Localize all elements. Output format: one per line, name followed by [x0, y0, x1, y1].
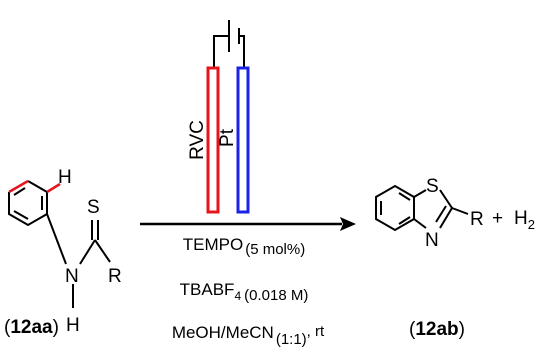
cathode-electrode: [236, 66, 250, 214]
reaction-conditions: TEMPO(5 mol%) TBABF4(0.018 M) MeOH/MeCN(…: [172, 235, 325, 348]
reaction-arrow: [140, 217, 356, 231]
condition-catalyst: TEMPO: [183, 235, 243, 254]
condition-solvent: MeOH/MeCN: [172, 323, 274, 342]
condition-electrolyte-conc: (0.018 M): [244, 287, 308, 304]
reactant-atom-h-bottom: H: [66, 315, 80, 336]
condition-line-2: TBABF4(0.018 M): [180, 280, 309, 304]
reactant-compound-label: (12aa): [4, 317, 59, 338]
product-c2-r-bond: [451, 207, 469, 215]
product-ring-double-1: [398, 192, 411, 201]
reactant-ring-ch-bond: [8, 179, 29, 194]
byproduct-hydrogen: + H2: [492, 208, 535, 232]
product-s-c2-bond: [439, 189, 453, 209]
reactant-atom-r: R: [108, 266, 122, 287]
product-atom-r: R: [470, 209, 484, 230]
reactant-atom-h-top: H: [58, 167, 72, 188]
reactant-atom-n: N: [65, 266, 79, 287]
condition-electrolyte: TBABF: [180, 280, 235, 299]
product-atom-n: N: [425, 230, 439, 251]
product-c-s-bond: [413, 189, 427, 198]
product-n-c-bond: [413, 218, 427, 229]
condition-line-1: TEMPO(5 mol%): [183, 235, 305, 258]
hydrogen-formula: H2: [514, 208, 535, 232]
reactant-ring-n-bond: [46, 213, 67, 265]
condition-line-3: MeOH/MeCN(1:1), rt: [172, 323, 325, 348]
electrochemical-cell: RVC Pt: [187, 20, 250, 214]
product-c2-n-double-b: [435, 205, 447, 223]
reactant-ring-bonds: [8, 180, 48, 227]
product-structure: S N R (12ab): [375, 176, 484, 340]
product-ring-double-2: [398, 216, 411, 225]
reactant-n-c-bond: [79, 239, 96, 265]
anode-wire: [213, 35, 228, 68]
product-compound-label: (12ab): [409, 319, 465, 340]
product-atom-s: S: [426, 176, 439, 197]
cathode-wire: [240, 35, 245, 68]
condition-electrolyte-subscript: 4: [234, 289, 241, 303]
condition-solvent-ratio: (1:1): [276, 331, 307, 348]
reactant-ring-double-2: [13, 210, 29, 220]
anode-label: RVC: [187, 120, 208, 160]
reactant-ring-double-3: [13, 187, 26, 196]
reactant-ch-bond: [46, 182, 61, 194]
product-c2-n-double-a: [439, 207, 453, 229]
plus-sign: +: [492, 208, 503, 229]
reactant-structure: H S N R H (12aa): [4, 167, 122, 338]
cathode-label: Pt: [217, 128, 238, 147]
condition-temperature: , rt: [307, 323, 325, 340]
reactant-atom-s: S: [87, 197, 100, 218]
arrow-head: [340, 217, 356, 231]
condition-catalyst-loading: (5 mol%): [245, 241, 305, 258]
anode-electrode: [206, 66, 220, 214]
reactant-c-r-bond: [94, 239, 111, 263]
